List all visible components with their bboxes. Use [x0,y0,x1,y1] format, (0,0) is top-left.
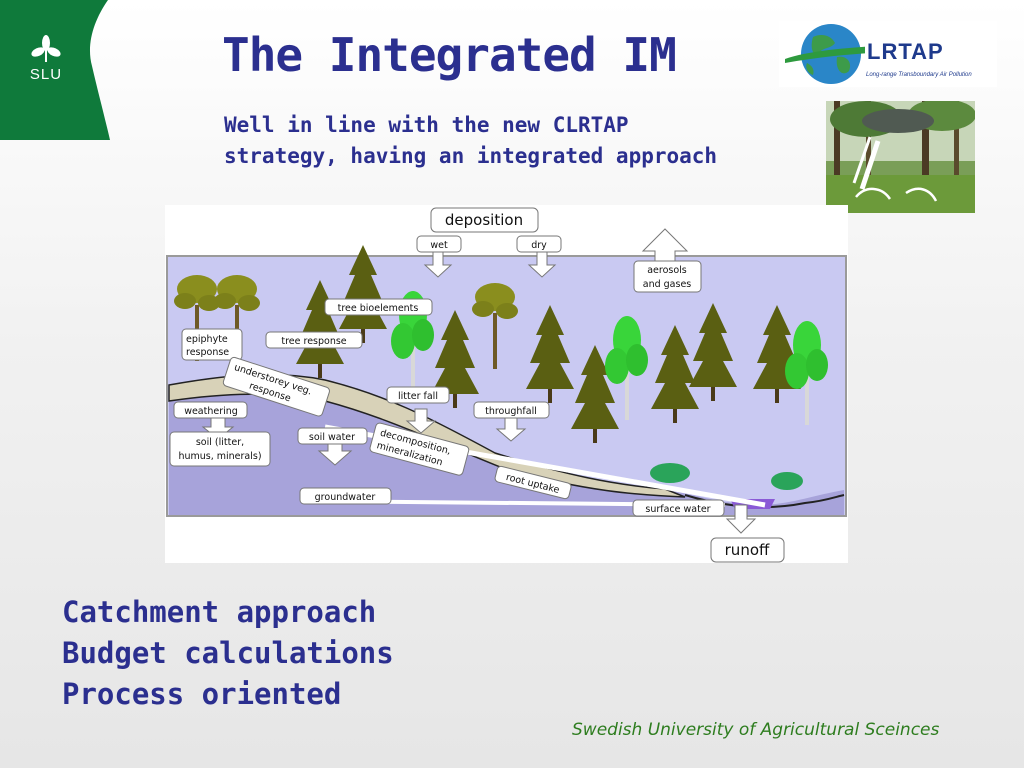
label-groundwater: groundwater [315,492,376,503]
subtitle-line: strategy, having an integrated approach [224,144,718,168]
key-point: Process oriented [62,677,342,711]
slide-title: The Integrated IM [222,28,677,82]
label-soil: soil (litter, [196,437,244,448]
lrtap-logo-word: LRTAP [867,39,944,64]
label-soil-water: soil water [309,432,355,443]
label-aerosols-2: and gases [643,279,692,290]
label-epiphyte-2: response [186,347,229,358]
key-point: Catchment approach [62,595,377,629]
lrtap-logo [779,21,997,87]
label-epiphyte: epiphyte [186,334,228,345]
slu-logo [0,0,110,140]
subtitle-line: Well in line with the new CLRTAP [224,113,629,137]
ecosystem-diagram: deposition wet dry aerosols and gases tr… [165,205,848,563]
forest-photo [826,101,975,213]
label-tree-response: tree response [281,336,346,347]
key-points-list: Catchment approach Budget calculations P… [62,592,394,715]
label-dry: dry [531,240,547,251]
footer-institution: Swedish University of Agricultural Scein… [572,720,940,740]
lrtap-logo-tagline: Long-range Transboundary Air Pollution [866,72,972,78]
label-weathering: weathering [184,406,238,417]
label-runoff: runoff [725,541,770,559]
label-wet: wet [430,240,448,251]
slide-subtitle: Well in line with the new CLRTAP strateg… [224,110,784,172]
label-tree-bioelements: tree bioelements [338,303,419,314]
label-surface-water: surface water [645,504,710,515]
label-deposition: deposition [445,211,523,229]
key-point: Budget calculations [62,636,394,670]
label-throughfall: throughfall [485,406,537,417]
slu-logo-text: SLU [29,66,63,83]
label-litter-fall: litter fall [398,391,438,402]
label-aerosols: aerosols [647,265,687,276]
slu-leaf-icon [31,35,61,62]
label-soil-2: humus, minerals) [178,451,261,462]
